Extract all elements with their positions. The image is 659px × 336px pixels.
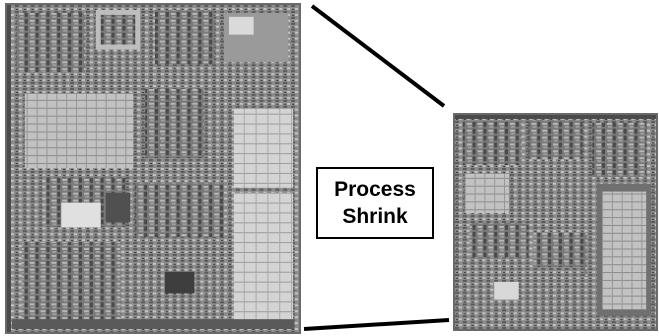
small-die-image [453, 113, 658, 331]
process-shrink-label: Process Shrink [316, 167, 434, 239]
large-die-image [5, 3, 301, 334]
large-die-texture [7, 5, 299, 332]
small-die-texture [455, 115, 656, 329]
label-line-2: Shrink [342, 203, 407, 230]
label-line-1: Process [334, 176, 416, 203]
bottom-connector-line [304, 320, 449, 329]
top-connector-line [312, 6, 444, 106]
